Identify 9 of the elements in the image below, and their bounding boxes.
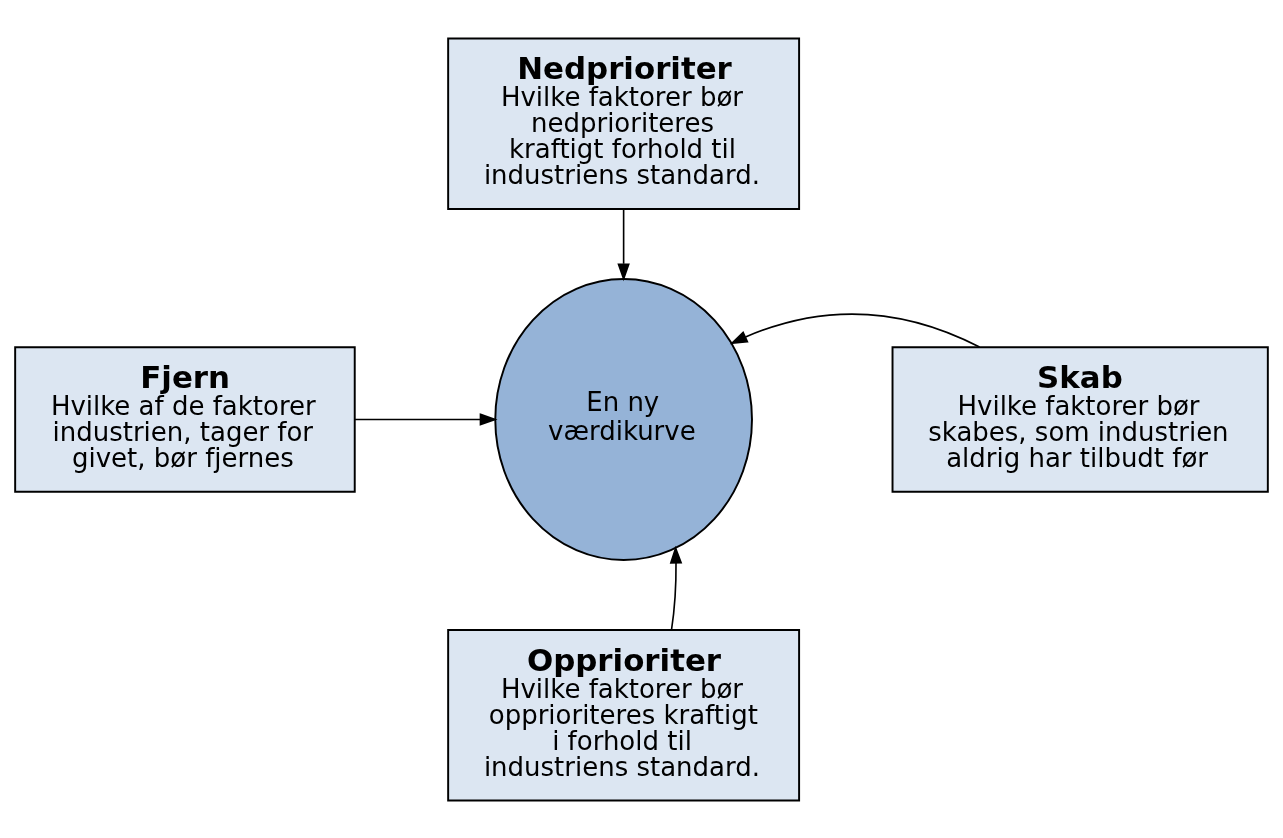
node-circle: En ny værdikurve: [494, 277, 753, 561]
node-box: Nedprioriter Hvilke faktorer bør nedprioriteres kraftigt forhold til industriens standard.: [447, 37, 801, 210]
arrow: [729, 312, 981, 348]
node-box: Skab Hvilke faktorer bør skabes, som industrien aldrig har tilbudt før: [891, 345, 1269, 493]
arrow: [669, 545, 683, 630]
arrow: [617, 207, 630, 281]
node-box: Fjern Hvilke af de faktorer industrien, tager for givet, bør fjernes: [14, 345, 356, 493]
node-box: Opprioriter Hvilke faktorer bør opprioriteres kraftigt i forhold til industriens standard.: [447, 628, 801, 801]
arrow: [354, 412, 498, 426]
